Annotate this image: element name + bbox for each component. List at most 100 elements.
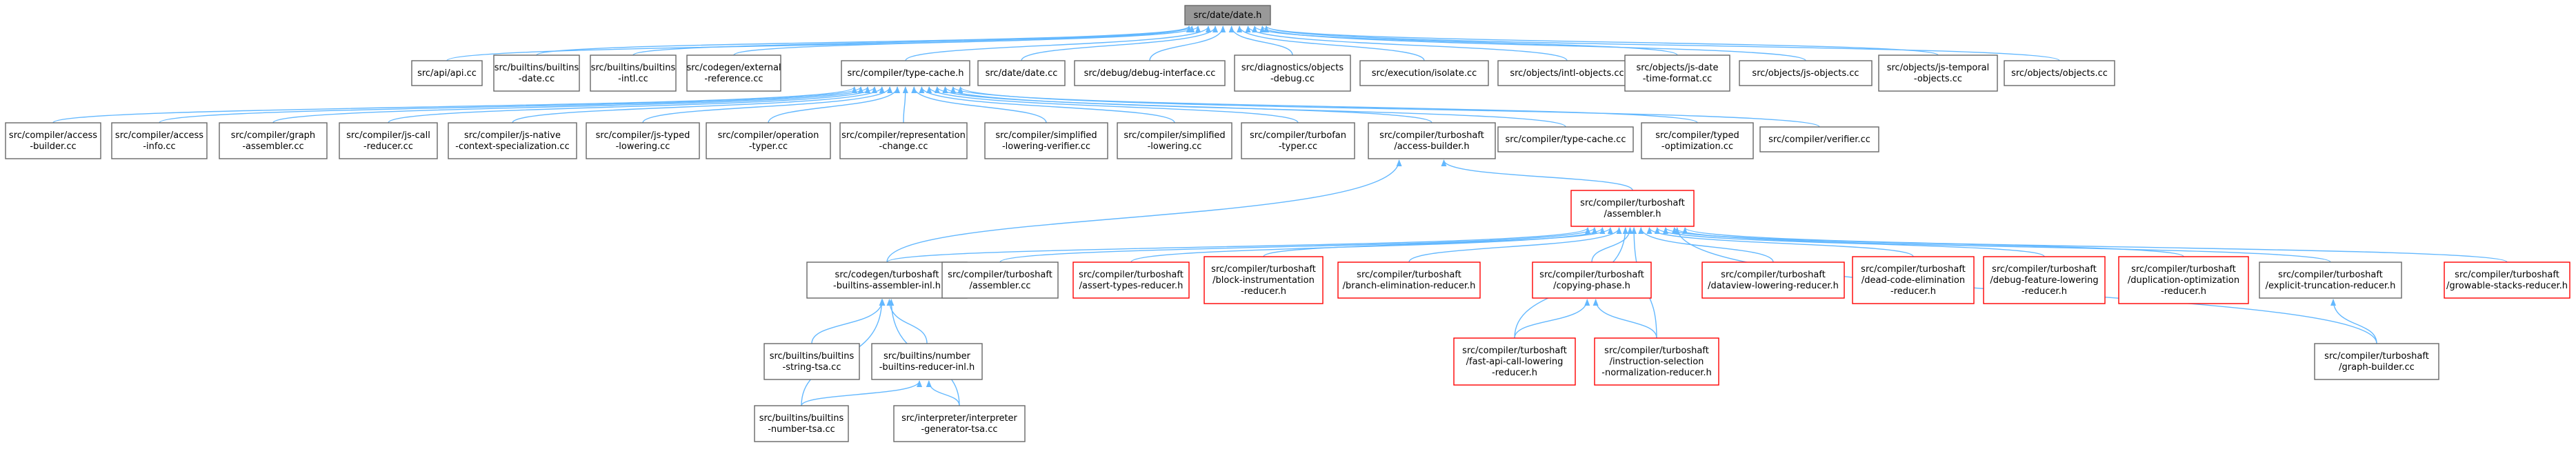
node-debug-iface[interactable]: src/debug/debug-interface.cc [1074,60,1226,86]
node-cg-builtins-asm[interactable]: src/codegen/turboshaft-builtins-assemble… [806,261,968,299]
node-codegen-extref[interactable]: src/codegen/external-reference.cc [686,55,781,92]
node-box[interactable] [2314,343,2439,380]
node-js-date-time[interactable]: src/objects/js-date-time-format.cc [1624,55,1730,92]
node-box[interactable] [1701,261,1845,299]
node-exec-isolate[interactable]: src/execution/isolate.cc [1359,60,1489,86]
node-simpl-verifier[interactable]: src/compiler/simplified-lowering-verifie… [984,122,1108,159]
node-box[interactable] [1204,256,1324,304]
node-box[interactable] [448,122,577,159]
node-graph-builder[interactable]: src/compiler/turboshaft/graph-builder.cc [2314,343,2439,380]
node-box[interactable] [2444,261,2570,299]
node-builtins-number-tsa[interactable]: src/builtins/builtins-number-tsa.cc [754,405,849,442]
node-objects-cc[interactable]: src/objects/objects.cc [2004,60,2115,86]
node-diag-objdebug[interactable]: src/diagnostics/objects-debug.cc [1234,55,1351,92]
node-box[interactable] [493,55,580,92]
node-box[interactable] [839,122,968,159]
node-ts-access-builder[interactable]: src/compiler/turboshaft/access-builder.h [1368,122,1496,159]
node-box[interactable] [1759,126,1879,152]
node-box[interactable] [5,122,101,159]
node-ts-assembler-h[interactable]: src/compiler/turboshaft/assembler.h [1570,190,1695,227]
node-type-cache-h[interactable]: src/compiler/type-cache.h [841,60,970,86]
node-typed-opt[interactable]: src/compiler/typed-optimization.cc [1641,122,1754,159]
node-graph-assembler[interactable]: src/compiler/graph-assembler.cc [219,122,328,159]
node-box[interactable] [706,122,831,159]
node-type-cache-cc[interactable]: src/compiler/type-cache.cc [1497,126,1634,152]
node-assert-types[interactable]: src/compiler/turboshaft/assert-types-red… [1072,261,1190,299]
node-box[interactable] [893,405,1026,442]
node-box[interactable] [871,343,983,380]
node-box[interactable] [1368,122,1496,159]
node-box[interactable] [686,55,781,92]
node-box[interactable] [1570,190,1695,227]
node-box[interactable] [754,405,849,442]
node-date-h[interactable]: src/date/date.h [1184,5,1271,26]
node-js-temporal[interactable]: src/objects/js-temporal-objects.cc [1878,55,1998,92]
node-growable-stacks[interactable]: src/compiler/turboshaft/growable-stacks-… [2444,261,2570,299]
node-date-cc[interactable]: src/date/date.cc [977,60,1066,86]
node-box[interactable] [1624,55,1730,92]
node-box[interactable] [1878,55,1998,92]
node-js-call-reducer[interactable]: src/compiler/js-call-reducer.cc [339,122,438,159]
node-box[interactable] [763,343,860,380]
node-access-info[interactable]: src/compiler/access-info.cc [111,122,208,159]
node-js-native-ctx[interactable]: src/compiler/js-native-context-specializ… [448,122,577,159]
node-box[interactable] [1337,261,1481,299]
node-box[interactable] [2259,261,2402,299]
node-fast-api-call[interactable]: src/compiler/turboshaft/fast-api-call-lo… [1453,337,1576,386]
node-box[interactable] [1184,5,1271,26]
node-box[interactable] [1739,60,1873,86]
node-duplication-opt[interactable]: src/compiler/turboshaft/duplication-opti… [2118,256,2249,304]
node-builtins-intl[interactable]: src/builtins/builtins-intl.cc [590,55,677,92]
node-box[interactable] [1594,337,1719,386]
node-box[interactable] [984,122,1108,159]
node-box[interactable] [586,122,700,159]
node-js-objects[interactable]: src/objects/js-objects.cc [1739,60,1873,86]
node-api-cc[interactable]: src/api/api.cc [411,60,483,86]
node-instr-selection[interactable]: src/compiler/turboshaft/instruction-sele… [1594,337,1719,386]
node-dead-code[interactable]: src/compiler/turboshaft/dead-code-elimin… [1852,256,1975,304]
node-box[interactable] [841,60,970,86]
node-block-instr[interactable]: src/compiler/turboshaft/block-instrument… [1204,256,1324,304]
node-box[interactable] [111,122,208,159]
node-box[interactable] [590,55,677,92]
node-box[interactable] [1641,122,1754,159]
node-branch-elim[interactable]: src/compiler/turboshaft/branch-eliminati… [1337,261,1481,299]
node-box[interactable] [1117,122,1232,159]
node-number-builtins-reducer[interactable]: src/builtins/number-builtins-reducer-inl… [871,343,983,380]
node-turbofan-typer[interactable]: src/compiler/turbofan-typer.cc [1241,122,1355,159]
node-box[interactable] [2004,60,2115,86]
node-builtins-date[interactable]: src/builtins/builtins-date.cc [493,55,580,92]
node-ts-assembler-cc[interactable]: src/compiler/turboshaft/assembler.cc [941,261,1059,299]
node-interp-gen-tsa[interactable]: src/interpreter/interpreter-generator-ts… [893,405,1026,442]
node-access-builder[interactable]: src/compiler/access-builder.cc [5,122,101,159]
node-box[interactable] [411,60,483,86]
node-box[interactable] [941,261,1059,299]
node-op-typer[interactable]: src/compiler/operation-typer.cc [706,122,831,159]
node-box[interactable] [1532,261,1652,299]
node-box[interactable] [2118,256,2249,304]
node-box[interactable] [977,60,1066,86]
node-box[interactable] [219,122,328,159]
node-verifier-cc[interactable]: src/compiler/verifier.cc [1759,126,1879,152]
node-copying-phase[interactable]: src/compiler/turboshaft/copying-phase.h [1532,261,1652,299]
node-simpl-lowering[interactable]: src/compiler/simplified-lowering.cc [1117,122,1232,159]
node-repr-change[interactable]: src/compiler/representation-change.cc [839,122,968,159]
node-box[interactable] [1234,55,1351,92]
node-box[interactable] [1983,256,2106,304]
node-box[interactable] [1497,126,1634,152]
node-js-typed-lowering[interactable]: src/compiler/js-typed-lowering.cc [586,122,700,159]
node-box[interactable] [339,122,438,159]
node-box[interactable] [806,261,968,299]
node-dataview-lower[interactable]: src/compiler/turboshaft/dataview-lowerin… [1701,261,1845,299]
node-box[interactable] [1453,337,1576,386]
node-box[interactable] [1359,60,1489,86]
node-explicit-trunc[interactable]: src/compiler/turboshaft/explicit-truncat… [2259,261,2402,299]
node-debug-feature[interactable]: src/compiler/turboshaft/debug-feature-lo… [1983,256,2106,304]
node-box[interactable] [1074,60,1226,86]
node-box[interactable] [1072,261,1190,299]
node-box[interactable] [1497,60,1637,86]
node-intl-objects[interactable]: src/objects/intl-objects.cc [1497,60,1637,86]
node-box[interactable] [1852,256,1975,304]
node-builtins-string-tsa[interactable]: src/builtins/builtins-string-tsa.cc [763,343,860,380]
node-box[interactable] [1241,122,1355,159]
